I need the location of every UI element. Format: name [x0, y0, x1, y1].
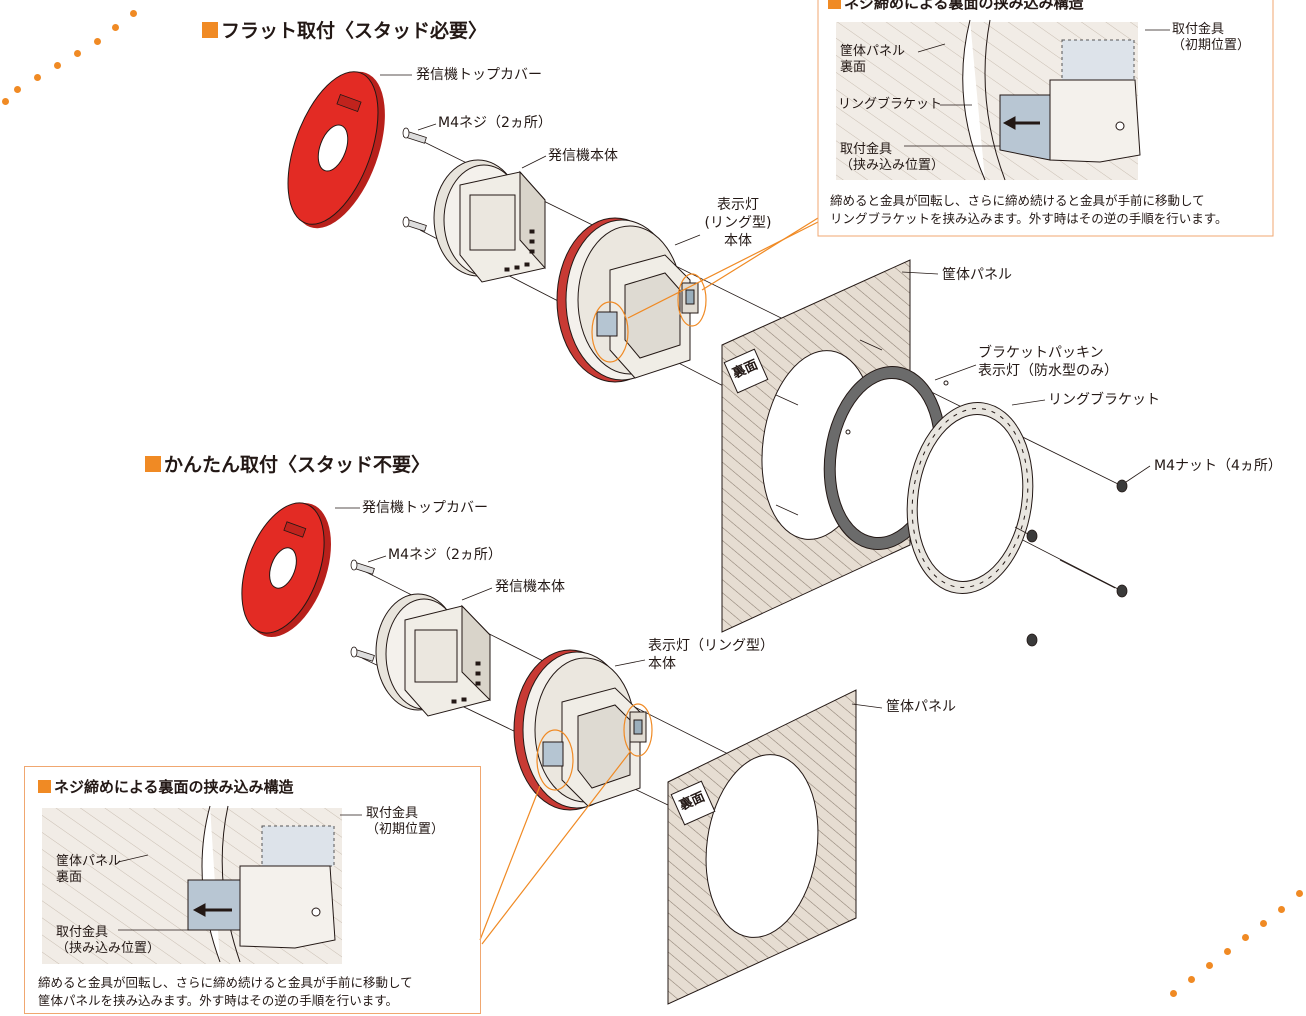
flat-ring-bracket: [906, 402, 1034, 594]
detail-top-panel-label: 筐体パネル 裏面: [840, 44, 905, 76]
detail-bottom-fitting-init: 取付金具 （初期位置）: [366, 806, 444, 838]
label-easy-lamp-line1: 表示灯（リング型）: [648, 638, 774, 654]
detail-top-title-text: ネジ締めによる裏面の挟み込み構造: [844, 0, 1084, 12]
label-easy-body: 発信機本体: [495, 579, 565, 595]
detail-bottom-panel-label: 筐体パネル 裏面: [56, 854, 121, 886]
flat-detail-callouts: [591, 217, 819, 363]
easy-transmitter-body: [375, 593, 491, 717]
easy-ring-lamp-body: [513, 649, 647, 811]
leader-lines: [117, 29, 1170, 931]
square-bullet-icon: [202, 22, 218, 38]
label-flat-packing-line1: ブラケットパッキン: [978, 345, 1104, 361]
detail-top-frame: [817, 0, 1274, 237]
detail-bottom-fitting-clamp: 取付金具 （挟み込み位置）: [56, 925, 160, 957]
detail-top-fitting-init-line2: （初期位置）: [1172, 38, 1251, 53]
label-easy-lamp-line2: 本体: [648, 656, 676, 672]
square-bullet-icon: [38, 780, 51, 793]
detail-bottom-panel-line1: 筐体パネル: [56, 854, 122, 869]
detail-top-fitting-clamp-line2: （挟み込み位置）: [840, 158, 945, 173]
label-easy-panel: 筐体パネル: [886, 699, 956, 715]
detail-top-panel-line1: 筐体パネル: [840, 44, 906, 59]
detail-bottom-fitting-clamp-line1: 取付金具: [56, 925, 109, 940]
label-easy-screw: M4ネジ（2ヵ所）: [388, 547, 502, 563]
label-flat-packing-line2: 表示灯（防水型のみ）: [978, 363, 1118, 379]
easy-cabinet-panel: [667, 689, 857, 1005]
label-flat-lamp-line1: 表示灯: [717, 197, 759, 213]
detail-bottom-note-line2: 筐体パネルを挟み込みます。外す時はその逆の手順を行います。: [38, 993, 399, 1008]
detail-top-fitting-init: 取付金具 （初期位置）: [1172, 22, 1250, 54]
detail-top-title: ネジ締めによる裏面の挟み込み構造: [828, 0, 1084, 13]
easy-detail-callouts: [479, 703, 653, 945]
detail-bottom-fitting-init-line1: 取付金具: [366, 806, 419, 821]
detail-top-illustration: [836, 19, 1141, 181]
square-bullet-icon: [145, 456, 161, 472]
flat-title-text: フラット取付〈スタッド必要〉: [221, 20, 488, 42]
detail-top-fitting-clamp: 取付金具 （挟み込み位置）: [840, 142, 944, 174]
detail-bottom-title-text: ネジ締めによる裏面の挟み込み構造: [54, 778, 294, 796]
detail-top-panel-line2: 裏面: [840, 60, 867, 75]
flat-nuts: [1026, 479, 1128, 647]
detail-bottom-illustration: [42, 805, 342, 964]
detail-bottom-fitting-clamp-line2: （挟み込み位置）: [56, 941, 161, 956]
detail-bottom-note-line1: 締めると金具が回転し、さらに締め続けると金具が手前に移動して: [38, 975, 413, 990]
label-flat-screw: M4ネジ（2ヵ所）: [438, 115, 552, 131]
detail-top-note: 締めると金具が回転し、さらに締め続けると金具が手前に移動して リングブラケットを…: [830, 192, 1228, 228]
flat-ring-lamp-body: [556, 217, 699, 383]
detail-bottom-note: 締めると金具が回転し、さらに締め続けると金具が手前に移動して 筐体パネルを挟み込…: [38, 974, 413, 1010]
flat-screws: [402, 127, 427, 232]
label-flat-top-cover: 発信機トップカバー: [416, 67, 542, 83]
flat-transmitter-body: [433, 159, 546, 283]
label-easy-top-cover: 発信機トップカバー: [362, 500, 488, 516]
square-bullet-icon: [828, 0, 841, 9]
detail-bottom-box: [24, 766, 481, 1014]
label-easy-lamp: 表示灯（リング型） 本体: [648, 637, 774, 673]
detail-top-fitting-clamp-line1: 取付金具: [840, 142, 893, 157]
flat-nut-axis: [1014, 526, 1116, 589]
label-flat-lamp-line3: 本体: [724, 233, 752, 249]
label-flat-packing: ブラケットパッキン 表示灯（防水型のみ）: [978, 344, 1118, 380]
easy-title-text: かんたん取付〈スタッド不要〉: [164, 454, 431, 476]
label-flat-ring-bracket: リングブラケット: [1048, 392, 1160, 408]
detail-bottom-title: ネジ締めによる裏面の挟み込み構造: [38, 776, 294, 797]
detail-top-fitting-init-line1: 取付金具: [1172, 22, 1225, 37]
detail-top-note-line1: 締めると金具が回転し、さらに締め続けると金具が手前に移動して: [830, 193, 1205, 208]
detail-top-ring-bracket: リングブラケット: [838, 97, 943, 112]
detail-top-note-line2: リングブラケットを挟み込みます。外す時はその逆の手順を行います。: [830, 211, 1228, 226]
easy-top-cover: [241, 502, 331, 638]
label-flat-body: 発信機本体: [548, 148, 618, 164]
flat-section-title: フラット取付〈スタッド必要〉: [202, 16, 487, 43]
label-flat-panel: 筐体パネル: [942, 267, 1012, 283]
detail-bottom-fitting-init-line2: （初期位置）: [366, 822, 445, 837]
label-flat-lamp: 表示灯 (リング型) 本体: [700, 196, 776, 250]
detail-bottom-panel-line2: 裏面: [56, 870, 83, 885]
easy-section-title: かんたん取付〈スタッド不要〉: [145, 450, 430, 477]
label-flat-nut: M4ナット（4ヵ所）: [1154, 458, 1282, 474]
label-flat-lamp-line2: (リング型): [704, 215, 772, 231]
flat-top-cover: [287, 71, 385, 229]
easy-screws: [350, 559, 375, 662]
